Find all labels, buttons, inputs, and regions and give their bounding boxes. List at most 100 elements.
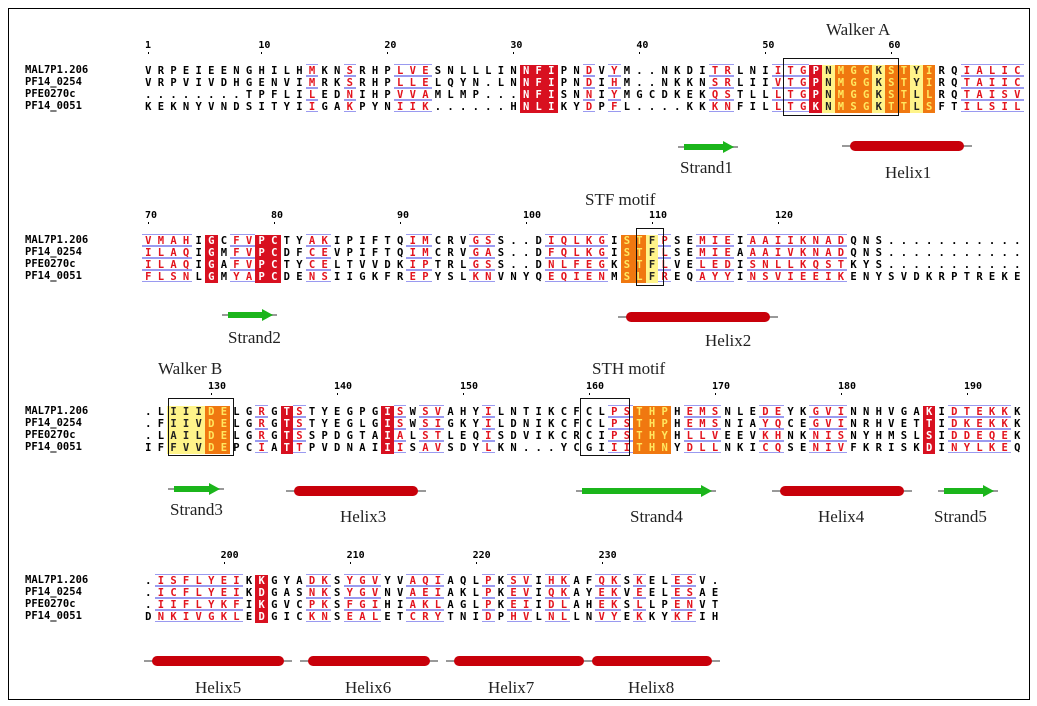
residue: K [321, 65, 328, 77]
residue: H [711, 611, 719, 623]
residue: P [346, 247, 353, 259]
residue: K [217, 598, 231, 611]
helix1-label: Helix1 [885, 163, 932, 182]
residue: T [434, 259, 442, 271]
residue: A [749, 418, 756, 430]
residue: L [737, 77, 744, 89]
residue: F [683, 610, 697, 623]
ruler-number: 90 [397, 210, 410, 224]
residue: T [280, 418, 294, 430]
residue: . [661, 101, 668, 113]
residue: L [557, 610, 571, 623]
residue: S [245, 101, 253, 113]
residue: F [607, 100, 621, 113]
residue: F [573, 406, 580, 418]
residue: . [925, 247, 933, 259]
residue: N [519, 101, 533, 113]
residue: G [346, 430, 353, 442]
residue: T [447, 611, 454, 623]
residue: C [305, 246, 319, 259]
helix5-label: Helix5 [195, 678, 242, 697]
helix2-label: Helix2 [705, 331, 752, 350]
residue: . [913, 247, 920, 259]
residue: C [560, 406, 568, 418]
residue: E [258, 77, 265, 89]
residue: S [620, 259, 634, 271]
residue: Y [658, 430, 671, 442]
residue: I [497, 65, 505, 77]
residue: P [560, 65, 568, 77]
residue: E [721, 234, 734, 247]
residue: L [1010, 100, 1024, 113]
residue: L [485, 65, 492, 77]
ruler-number: 190 [964, 381, 983, 395]
residue: I [620, 441, 634, 454]
residue: Q [809, 258, 823, 271]
residue: T [708, 64, 722, 77]
residue: Y [296, 235, 303, 247]
residue: N [749, 65, 756, 77]
residue: L [472, 575, 479, 587]
residue: N [809, 246, 823, 259]
residue: N [595, 270, 608, 283]
residue: T [913, 418, 920, 430]
residue: G [245, 418, 253, 430]
residue: R [447, 247, 454, 259]
residue: I [535, 587, 542, 599]
residue: T [633, 406, 646, 418]
residue: V [674, 259, 681, 271]
residue: I [393, 441, 407, 454]
residue: . [485, 89, 492, 101]
residue: Y [708, 270, 722, 283]
residue: E [507, 586, 520, 599]
residue: S [888, 271, 895, 283]
residue: F [343, 598, 357, 611]
residue: H [645, 442, 659, 454]
residue: . [636, 77, 643, 89]
residue: D [913, 271, 920, 283]
residue: K [834, 270, 848, 283]
residue: . [888, 235, 895, 247]
residue: H [371, 89, 379, 101]
ruler-number: 120 [775, 210, 794, 224]
residue: A [737, 247, 744, 259]
residue: N [573, 77, 580, 89]
residue: L [771, 100, 785, 113]
residue: L [598, 418, 605, 430]
sequence-name: PF14_0254 [25, 246, 82, 258]
residue: K [872, 101, 886, 113]
residue: G [796, 100, 810, 113]
residue: K [925, 271, 933, 283]
residue: . [459, 101, 467, 113]
residue: I [822, 441, 835, 454]
residue: E [582, 270, 596, 283]
residue: C [305, 258, 319, 271]
residue: I [195, 247, 202, 259]
residue: K [343, 100, 357, 113]
residue: E [973, 405, 986, 418]
residue: I [938, 430, 945, 442]
residue: I [771, 246, 785, 259]
residue: A [746, 234, 760, 247]
residue: S [293, 405, 306, 418]
residue: L [459, 271, 467, 283]
residue: L [762, 89, 769, 101]
residue: Q [1014, 442, 1021, 454]
residue: N [519, 89, 533, 101]
residue: A [973, 76, 986, 89]
residue: D [255, 611, 268, 623]
residue: D [459, 442, 467, 454]
residue: L [696, 441, 709, 454]
helix7-bar [446, 656, 592, 666]
residue: R [573, 430, 580, 442]
residue: M [611, 271, 618, 283]
ruler-number: 210 [346, 550, 365, 564]
residue: K [1014, 430, 1021, 442]
residue: E [1014, 271, 1021, 283]
residue: K [872, 89, 886, 101]
residue: L [910, 101, 923, 113]
residue: R [359, 65, 366, 77]
